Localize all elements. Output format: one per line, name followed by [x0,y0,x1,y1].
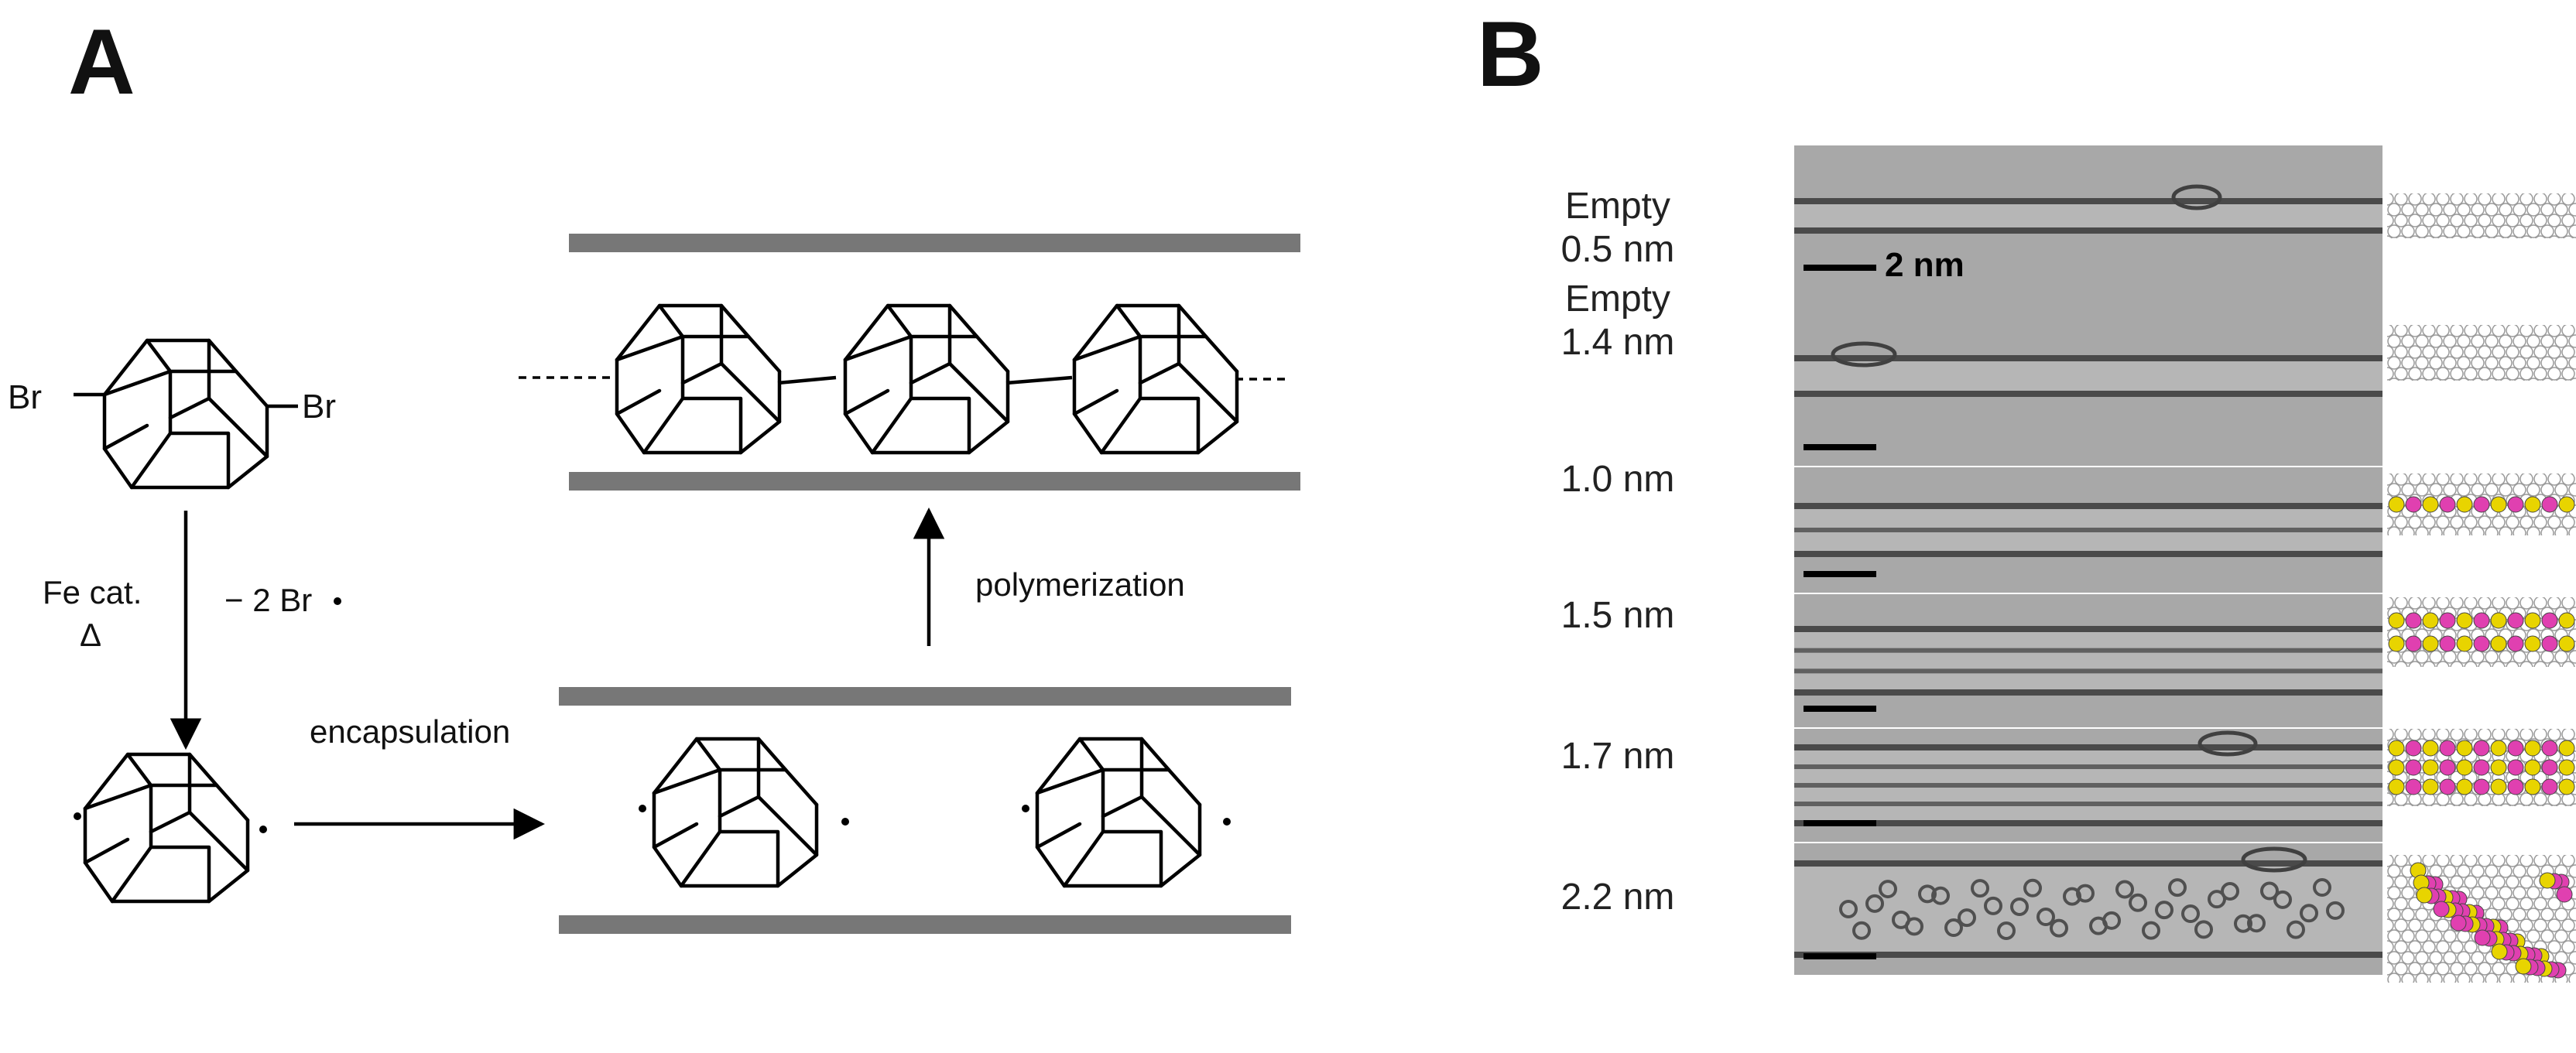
tem-row-label-line2: 0.5 nm [1560,229,1675,270]
tem-image [1794,594,2382,727]
tem-wall [1794,355,2382,361]
tube-wall-upper-top [569,234,1300,252]
tube-wall-lower-top [559,687,1291,706]
scale-bar-label: 2 nm [1885,246,1965,284]
reaction-scheme: Br Br Fe cat. Δ − 2 Br encapsulation pol… [8,234,1300,934]
tem-wall [1794,391,2382,397]
scale-bar [1804,571,1876,577]
tem-image [1794,286,2382,466]
tube-wall-lower-bottom [559,915,1291,934]
tem-wall [1794,744,2382,750]
scale-bar [1804,444,1876,450]
panel-label-b: B [1477,2,1544,106]
reagent-label: Fe cat. [43,574,142,610]
nanotube-model [2387,855,2576,983]
encapsulated-monomer-1 [639,739,849,886]
tube-wall-upper-bottom [569,472,1300,491]
tem-wall [1794,198,2382,204]
tem-wall [1794,952,2382,958]
tem-row-label: 2.2 nm [1502,876,1734,919]
tem-image [1794,843,2382,975]
scale-bar [1804,953,1876,959]
tem-wall [1794,551,2382,557]
tem-row-label-line1: Empty [1564,279,1671,320]
scale-bar [1804,265,1876,271]
nanotube-model [2387,729,2576,806]
tem-image [1794,467,2382,593]
tem-image [1794,729,2382,842]
scale-bar [1804,706,1876,712]
diradical-diamantane [74,754,267,901]
dibromodiamantane: Br Br [8,340,336,487]
br-left-label: Br [8,378,42,416]
br-right-label: Br [302,388,336,426]
nanotube-model [2387,597,2576,667]
radical-dot [334,597,341,605]
tem-row-label-line2: 1.4 nm [1560,322,1675,363]
heat-label: Δ [80,617,101,653]
nanotube-model [2387,474,2576,535]
tem-row-label-line1: Empty [1564,186,1671,227]
scale-bar [1804,820,1876,826]
encapsulation-label: encapsulation [310,713,510,750]
tem-row-label: 1.5 nm [1502,594,1734,638]
polydiamantane-chain [519,306,1289,453]
tem-row-label: 1.7 nm [1502,735,1734,778]
tem-row-label-line2: 1.7 nm [1560,736,1675,777]
panel-label-a: A [68,10,135,114]
tem-row-label-line2: 1.5 nm [1560,595,1675,636]
nanotube-model [2387,325,2576,381]
nanotube-model [2387,193,2576,238]
tem-wall [1794,820,2382,826]
tem-row-label-line2: 2.2 nm [1560,877,1675,918]
tem-row-label-line2: 1.0 nm [1560,459,1675,500]
tem-wall [1794,626,2382,632]
encapsulated-monomer-2 [1022,739,1231,886]
tem-wall [1794,503,2382,509]
tem-row-label: 1.0 nm [1502,458,1734,501]
tem-wall [1794,689,2382,696]
byproduct-label: − 2 Br [224,582,312,618]
tem-image [1794,145,2382,286]
tem-wall [1794,227,2382,234]
polymerization-label: polymerization [975,566,1185,603]
tem-wall [1794,860,2382,867]
